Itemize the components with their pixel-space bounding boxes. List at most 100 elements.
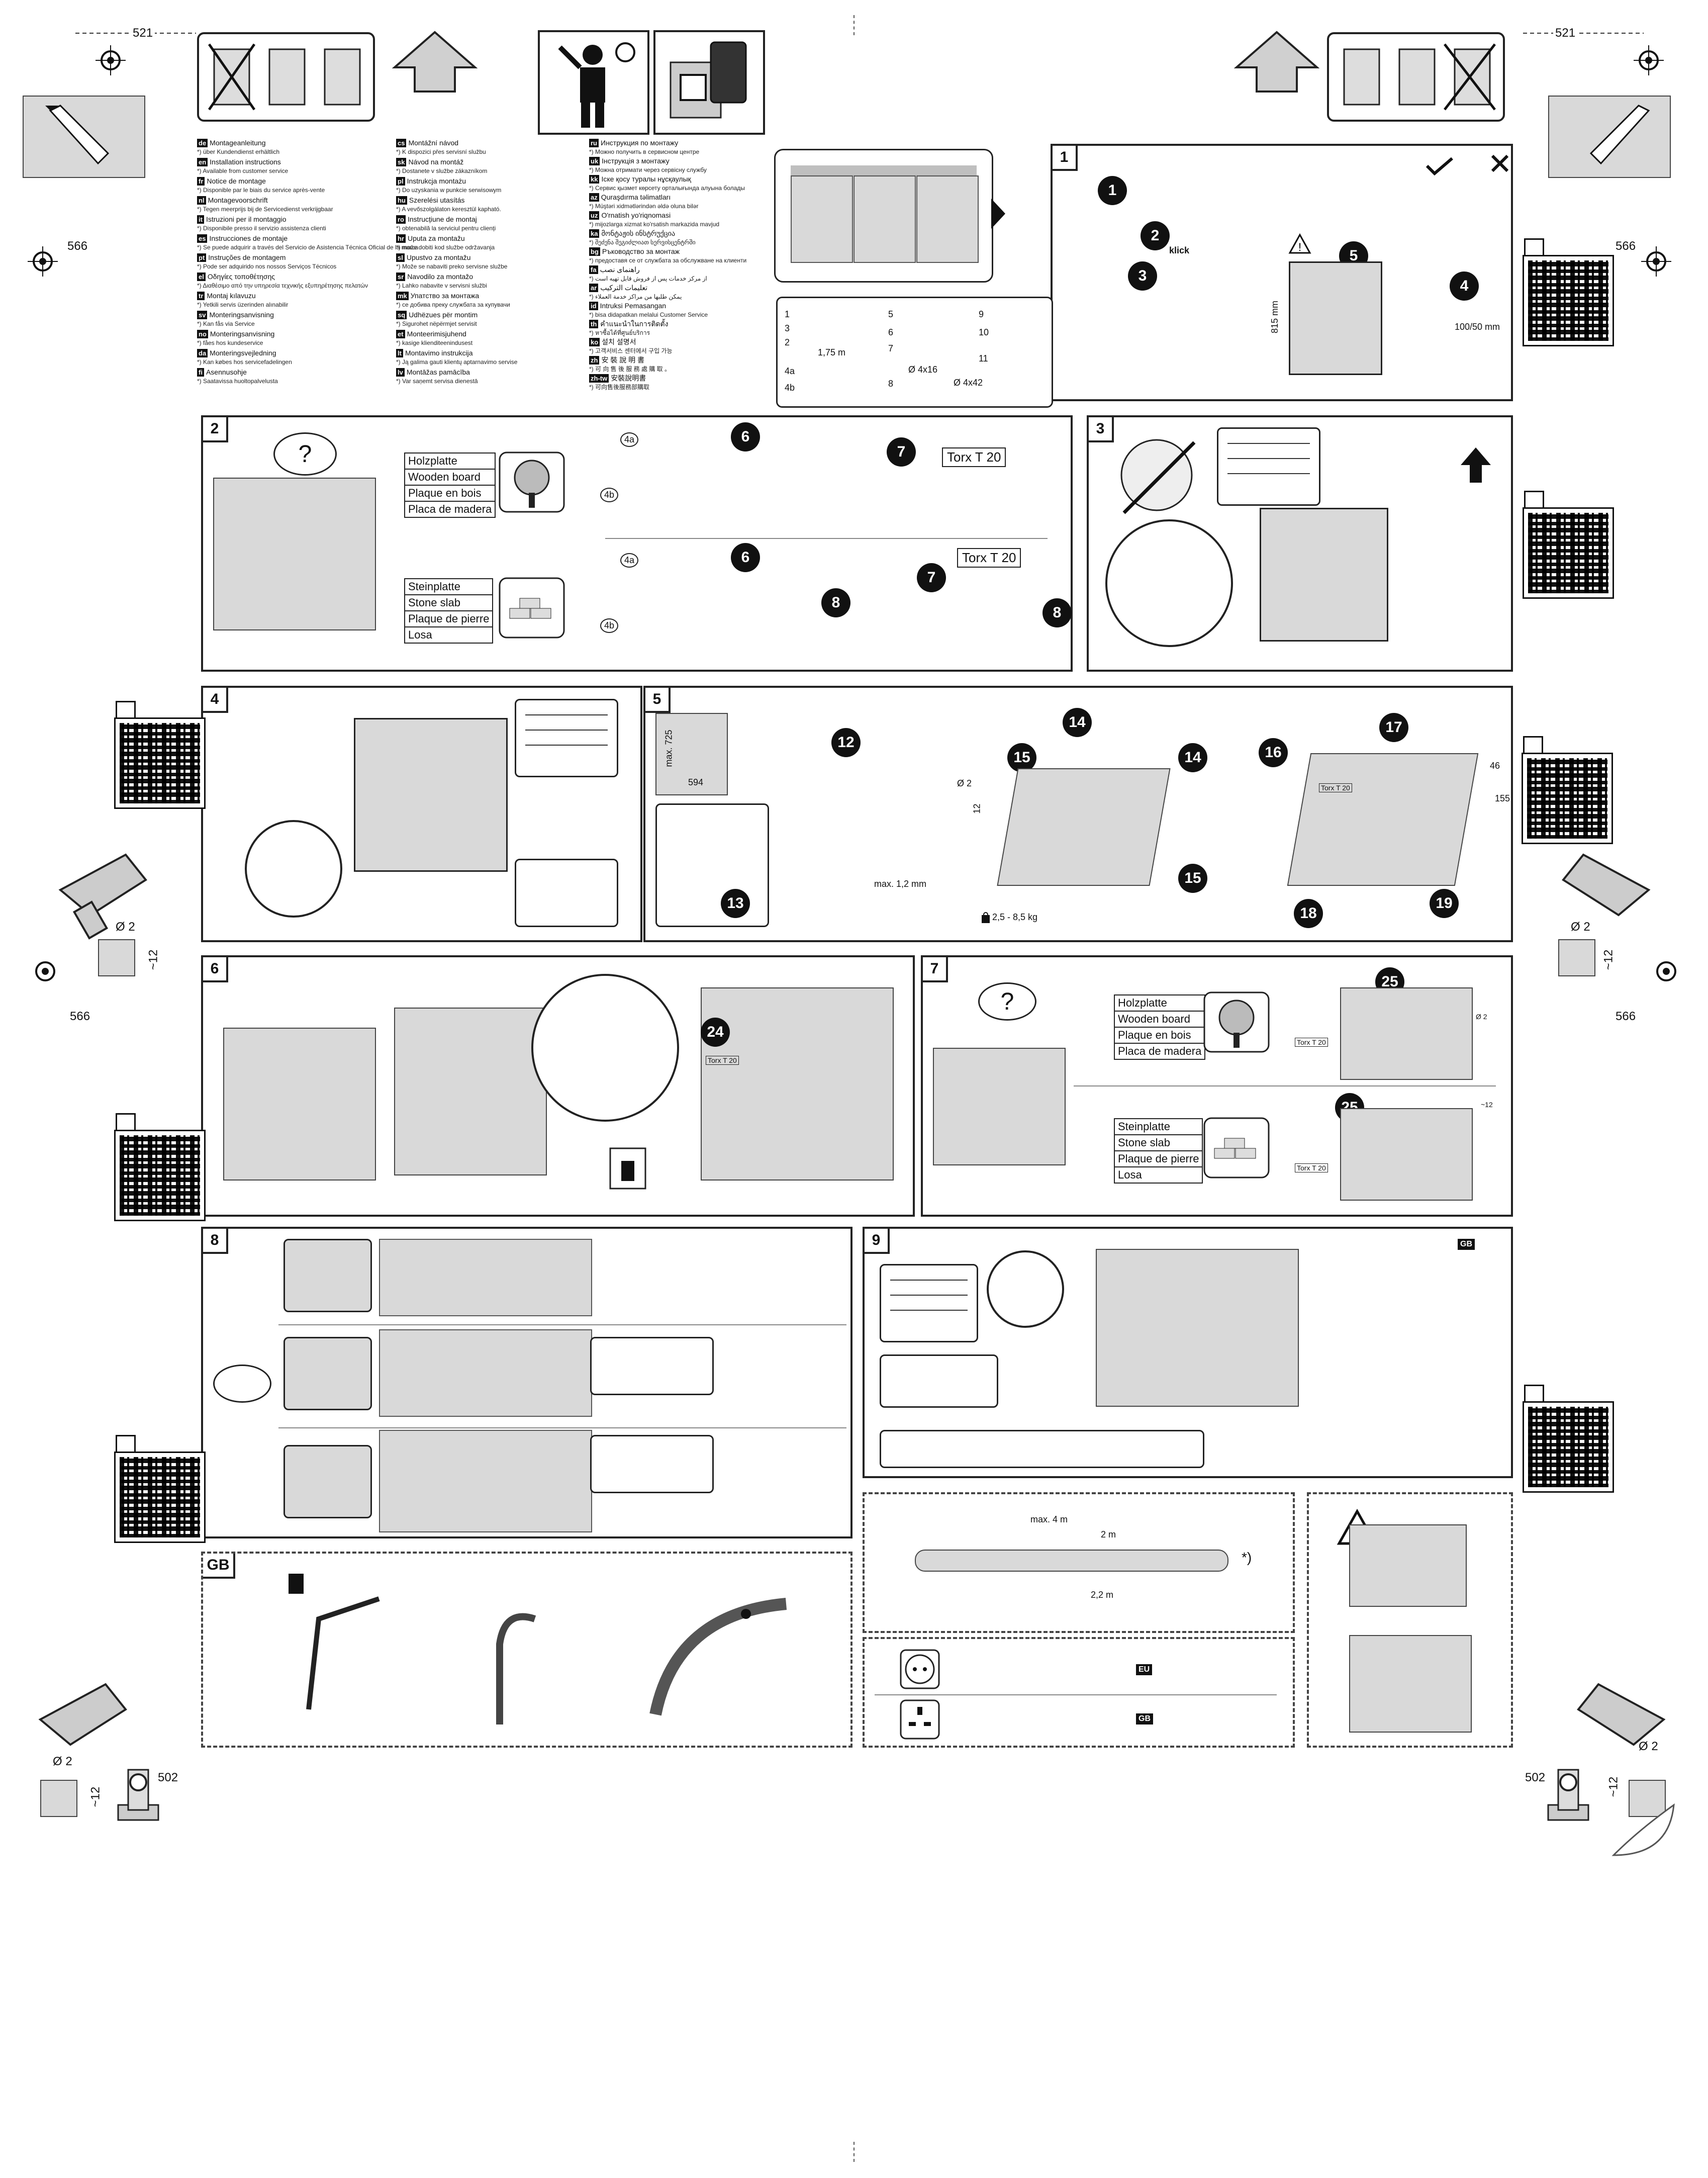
panel-width: 594 — [688, 777, 704, 787]
tap-box — [880, 1354, 998, 1408]
no-tools-icon — [1120, 439, 1196, 514]
dishwasher-illustration — [1340, 987, 1473, 1080]
notes-box — [515, 699, 618, 777]
panel-weight: 2,5 - 8,5 kg — [992, 912, 1038, 922]
qr-code[interactable] — [114, 1113, 206, 1221]
step-number: 5 — [645, 688, 671, 713]
step-badge: 12 — [831, 728, 861, 757]
step-badge: 8 — [1042, 598, 1072, 627]
step-number: 2 — [203, 417, 228, 442]
tree-icon — [1203, 991, 1270, 1053]
gb-badge: GB — [1136, 1713, 1153, 1725]
cabinet-types-box-left — [197, 32, 375, 122]
step-badge: 15 — [1178, 864, 1207, 893]
saw-detail — [590, 1435, 714, 1493]
dim-mark-right-566: 566 — [1614, 239, 1638, 253]
qr-code[interactable] — [114, 1435, 206, 1543]
kitchen-connections-illustration — [1096, 1249, 1299, 1407]
fold-mark — [853, 2142, 855, 2162]
kitchen-illustration — [213, 478, 376, 630]
warning-panel: ! — [1307, 1492, 1513, 1748]
dishwasher-front-preview — [774, 149, 993, 283]
step-number: 7 — [923, 957, 948, 982]
adjust-box — [515, 859, 618, 927]
step-panel-5: 5 max. 725 594 12 13 max. 1,2 mm 2,5 - 8… — [643, 686, 1513, 942]
clamp-icon — [117, 1769, 159, 1821]
eu-badge: EU — [1136, 1664, 1153, 1675]
drill-detail: Ø 2 12 — [957, 778, 982, 814]
page-curl-icon — [1611, 1803, 1675, 1856]
dim-mark-right-566b: 566 — [1614, 1010, 1638, 1024]
dim-mark-top-left: 521 — [75, 24, 196, 44]
step-number: 1 — [1053, 146, 1078, 171]
step-panel-8: 8 — [201, 1227, 852, 1538]
hose-curve-icon — [496, 1613, 536, 1725]
drill-depth-label: ~12 — [1606, 1776, 1621, 1797]
bricks-icon — [499, 577, 565, 639]
step-panel-7: 7 ? Holzplatte Wooden board Plaque en bo… — [921, 955, 1513, 1217]
door-panel-illustration — [1287, 753, 1479, 886]
hose-length: 1,75 m — [818, 347, 846, 357]
step-badge: 14 — [1178, 743, 1207, 772]
klick-label: klick — [1169, 245, 1190, 255]
qr-code[interactable] — [114, 701, 206, 809]
dim-mark-left-566b: 566 — [68, 1010, 92, 1024]
step-badge: 14 — [1063, 708, 1092, 737]
hose-illustration — [915, 1550, 1228, 1572]
qr-code[interactable] — [1523, 491, 1614, 599]
step-label-4b: 4b — [600, 618, 619, 633]
drill-hole-diagram — [1558, 939, 1595, 976]
weight-icon — [982, 912, 990, 923]
step-panel-4: 4 — [201, 686, 642, 942]
app-qr-icon-box — [653, 30, 765, 135]
warning-icon: ! — [1288, 233, 1311, 254]
hints-box — [880, 1430, 1204, 1468]
svg-text:!: ! — [1298, 241, 1301, 253]
cabinet-variant — [283, 1239, 372, 1312]
step-panel-3: 3 — [1087, 415, 1513, 672]
drill-icon — [38, 1683, 127, 1746]
technician-icon-box — [538, 30, 649, 135]
step-label-4b: 4b — [600, 488, 619, 502]
max-gap: max. 1,2 mm — [874, 879, 927, 889]
saw-detail — [590, 1337, 714, 1395]
step-panel-9: 9 GB — [863, 1227, 1513, 1478]
dim-mark-top-right: 521 — [1523, 24, 1644, 44]
hose-extension-panel: max. 4 m 2 m 2,2 m *) — [863, 1492, 1295, 1633]
trash-icon — [609, 1147, 646, 1190]
hose-length: 2 m — [1101, 1529, 1116, 1539]
pliers-icon — [306, 1596, 380, 1710]
crosshair-icon — [1656, 961, 1676, 981]
step-number: 8 — [203, 1229, 228, 1254]
drill-depth-label: ~12 — [88, 1786, 103, 1807]
drill-depth: ~12 — [1481, 1101, 1493, 1109]
step-panel-6: 6 24 Torx T 20 — [201, 955, 915, 1217]
crosshair-icon — [35, 961, 55, 981]
socket-eu-icon — [900, 1649, 940, 1689]
dim-46: 46 — [1490, 761, 1500, 771]
step-badge: 24 — [701, 1018, 730, 1047]
qr-code[interactable] — [1523, 238, 1614, 346]
gb-badge: GB — [1458, 1239, 1475, 1250]
dishwasher-illustration — [1340, 1108, 1473, 1201]
arrow-right-icon — [991, 199, 1005, 229]
step-number: GB — [203, 1554, 235, 1579]
socket-gb-icon — [900, 1699, 940, 1740]
qr-code[interactable] — [1522, 736, 1613, 844]
step-badge: 17 — [1379, 713, 1408, 742]
cabinet-types-box-right — [1327, 32, 1505, 122]
cabinet-illustration — [1349, 1524, 1467, 1607]
kitchen-illustration — [394, 1008, 547, 1175]
drill-depth-label: ~12 — [146, 949, 160, 970]
question-bubble: ? — [273, 432, 337, 476]
dim-mark-left-566: 566 — [65, 239, 90, 253]
detail-magnifier — [987, 1250, 1064, 1328]
drill-size-label: Ø 2 — [1639, 1740, 1658, 1753]
qr-code[interactable] — [1523, 1385, 1614, 1493]
hose-clip-icon — [649, 1598, 787, 1716]
crosshair-icon — [96, 45, 126, 75]
step-number: 6 — [203, 957, 228, 982]
step-badge: 6 — [731, 543, 760, 572]
drill-icon — [1577, 1683, 1666, 1746]
torx-label: Torx T 20 — [942, 447, 1006, 467]
